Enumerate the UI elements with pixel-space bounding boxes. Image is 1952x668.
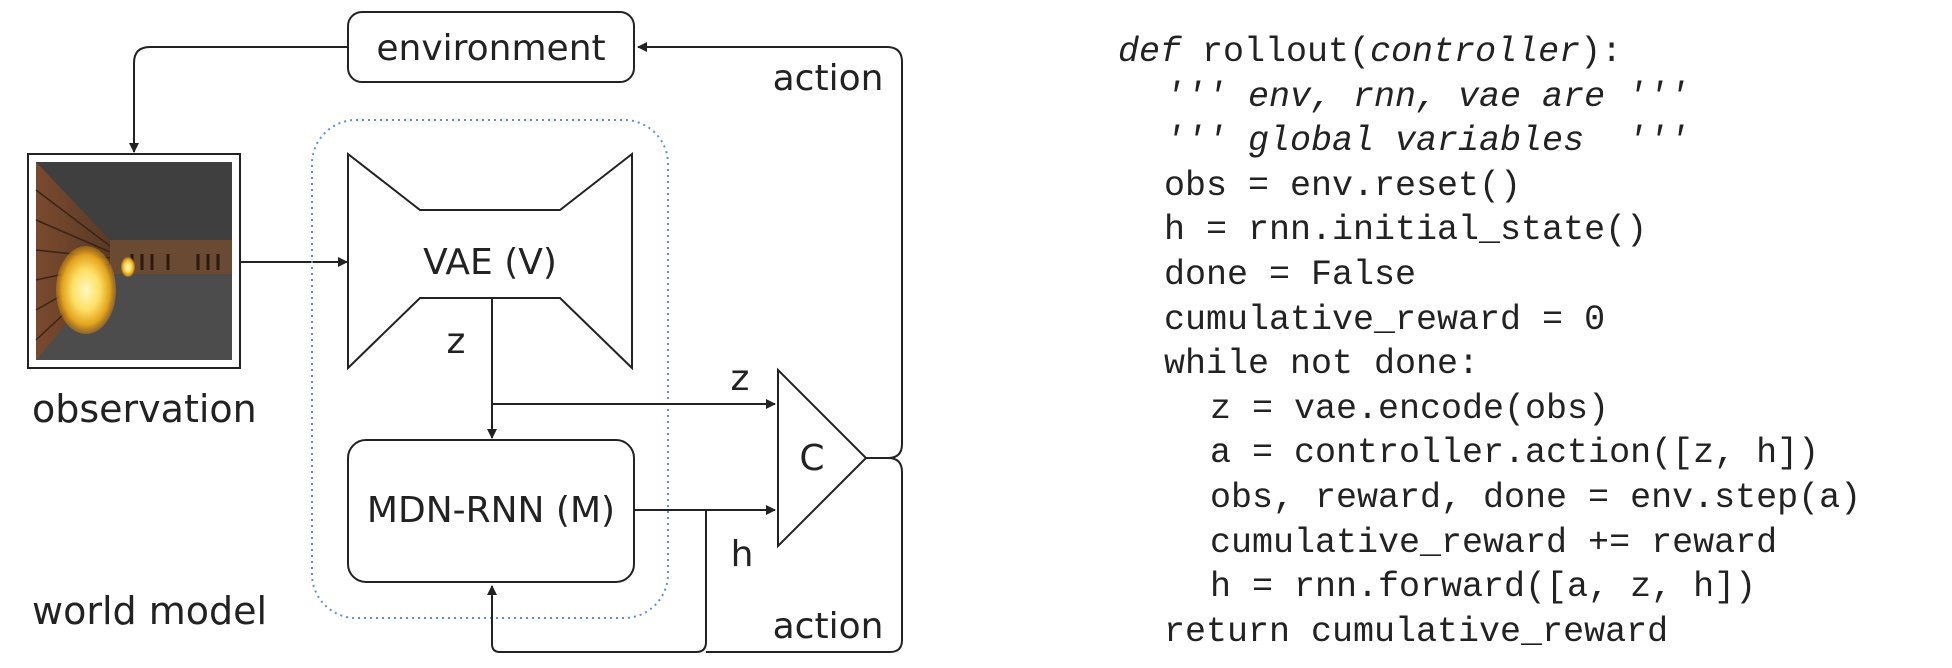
h-label: h	[731, 534, 754, 575]
code-line-13: h = rnn.forward([a, z, h])	[1210, 567, 1757, 608]
code-line-11: obs, reward, done = env.step(a)	[1210, 477, 1862, 518]
action-top-label: action	[773, 58, 884, 99]
z-to-controller-label: z	[731, 358, 750, 399]
action-to-environment-arrow	[637, 42, 903, 459]
action-bottom-label: action	[773, 606, 884, 647]
controller-label: C	[799, 438, 824, 479]
code-line-10: a = controller.action([z, h])	[1210, 433, 1820, 474]
controller-shape	[777, 367, 868, 549]
code-line-8: while not done:	[1164, 344, 1480, 385]
observation-image	[27, 153, 241, 369]
world-model-region	[311, 119, 669, 619]
action-to-mdn-rnn-line	[706, 457, 903, 653]
vae-shape	[347, 151, 633, 371]
code-line-2: ''' env, rnn, vae are '''	[1164, 76, 1690, 117]
observation-label: observation	[32, 387, 257, 431]
code-line-5: h = rnn.initial_state()	[1164, 210, 1648, 251]
code-line-4: obs = env.reset()	[1164, 165, 1522, 206]
code-line-3: ''' global variables '''	[1164, 121, 1690, 162]
code-line-6: done = False	[1164, 254, 1417, 295]
code-line-12: cumulative_reward += reward	[1210, 522, 1778, 563]
code-line-1: def rollout(controller):	[1118, 32, 1623, 72]
mdn-rnn-label: MDN-RNN (M)	[367, 490, 615, 531]
vae-label: VAE (V)	[423, 242, 557, 283]
code-line-9: z = vae.encode(obs)	[1210, 388, 1610, 429]
environment-label: environment	[376, 28, 605, 69]
environment-to-observation-arrow	[129, 46, 348, 153]
world-model-diagram: environment observation	[27, 11, 903, 653]
h-recurrent-arrow	[487, 510, 707, 653]
world-model-label: world model	[32, 589, 267, 633]
code-line-7: cumulative_reward = 0	[1164, 299, 1606, 340]
z-vae-label: z	[447, 321, 466, 362]
code-line-14: return cumulative_reward	[1164, 611, 1669, 652]
rollout-code-block: def rollout(controller):''' env, rnn, va…	[1118, 30, 1861, 654]
